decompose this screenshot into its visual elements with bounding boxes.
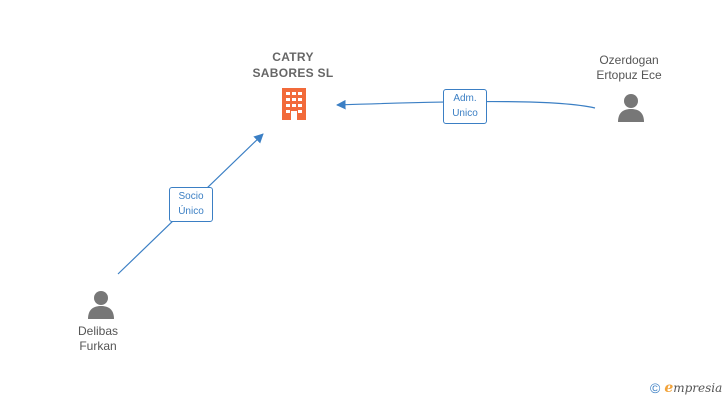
empresia-logo: © e mpresia bbox=[650, 380, 722, 396]
relation-label-admin[interactable]: Adm. Unico bbox=[443, 89, 487, 124]
building-icon[interactable] bbox=[279, 86, 309, 120]
person-icon[interactable] bbox=[86, 289, 116, 319]
person-icon[interactable] bbox=[616, 92, 646, 122]
logo-text: mpresia bbox=[673, 381, 723, 395]
copyright-symbol: © bbox=[650, 380, 661, 396]
person-name-ozerdogan[interactable]: Ozerdogan Ertopuz Ece bbox=[596, 53, 662, 82]
person-name-delibas[interactable]: Delibas Furkan bbox=[77, 324, 119, 353]
edge-admin bbox=[336, 99, 596, 110]
company-name[interactable]: CATRY SABORES SL bbox=[252, 50, 334, 80]
logo-letter: e bbox=[664, 380, 674, 396]
relation-label-partner[interactable]: Socio Único bbox=[169, 187, 213, 222]
